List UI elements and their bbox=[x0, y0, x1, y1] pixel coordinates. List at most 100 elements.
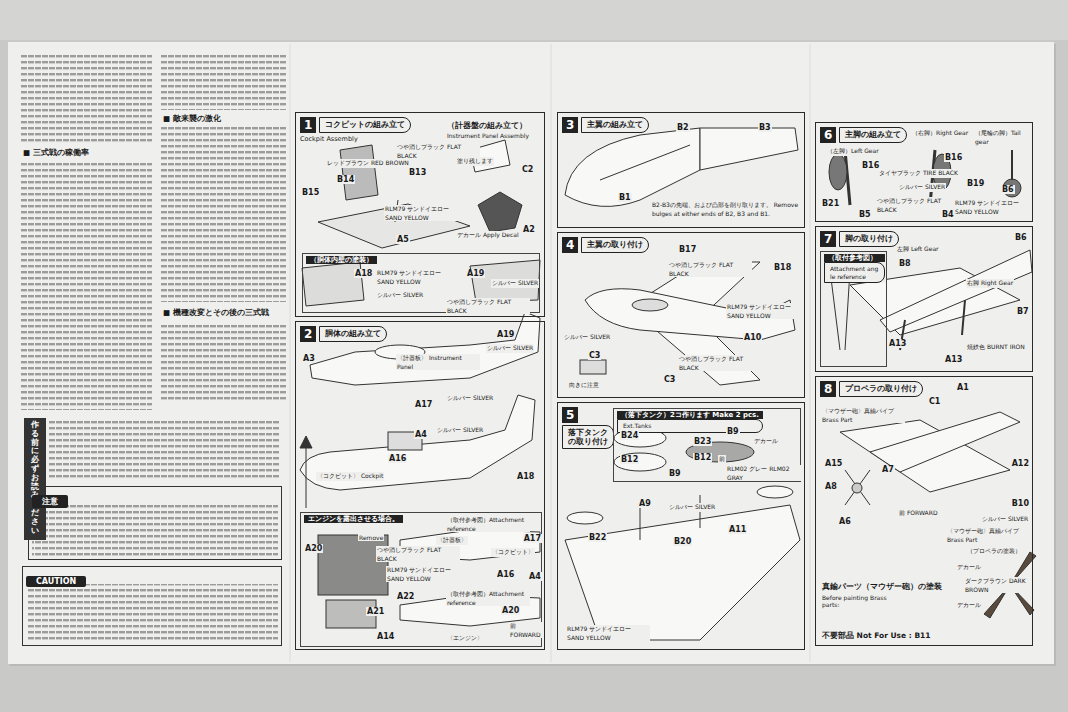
part-number: B8 bbox=[898, 259, 912, 268]
paint-callout: 〈マウザー砲〉真鍮パイプ Brass Part bbox=[946, 527, 1030, 543]
step-panel: 2胴体の組み立てエンジンを露出させる場合。〈計器板〉 Instrument Pa… bbox=[295, 321, 545, 650]
step-title: 胴体の組み立て bbox=[319, 326, 387, 341]
fuselage-drawing-part bbox=[306, 440, 307, 508]
part-number: A20 bbox=[501, 606, 520, 615]
part-number: A13 bbox=[888, 339, 907, 348]
step-number: 8 bbox=[820, 381, 836, 397]
box-heading: （取付参考図） bbox=[824, 254, 885, 262]
paint-callout: シルバー SILVER bbox=[898, 183, 946, 192]
section-heading: 不要部品 Not For Use : B11 bbox=[821, 631, 932, 641]
step-panel: 8プロペラの取り付け A1C1 〈マウザー砲〉真鍮パイプ Brass Part A12… bbox=[815, 376, 1033, 646]
part-number: A19 bbox=[496, 330, 515, 339]
box-text: Attachment angle reference bbox=[824, 262, 885, 282]
backdrop-part bbox=[8, 42, 1054, 664]
part-number: B15 bbox=[301, 188, 320, 197]
node-text-group: 8プロペラの取り付け bbox=[820, 381, 923, 397]
airframe-drawing-part bbox=[580, 360, 606, 374]
paint-callout: RLM02 グレー RLM02 GRAY bbox=[726, 465, 804, 481]
paint-callout: 向きに注意 bbox=[568, 381, 600, 390]
paint-callout: RLM79 サンドイエロー SAND YELLOW bbox=[726, 303, 804, 319]
gear-attachment-drawing-part bbox=[880, 250, 1032, 332]
paint-callout: 〈コクピット〉 Cockpit bbox=[316, 472, 384, 481]
part-number: B14 bbox=[336, 175, 355, 184]
paint-callout: シルバー SILVER bbox=[563, 333, 611, 342]
fuselage-drawing-part bbox=[300, 395, 535, 490]
caution-box: 注意 bbox=[28, 486, 282, 560]
fuselage-drawing-part bbox=[310, 312, 540, 385]
paint-callout: ダークブラウン DARK BROWN bbox=[964, 577, 1032, 593]
paint-callout: RLM79 サンドイエロー SAND YELLOW bbox=[384, 205, 468, 221]
paint-callout: 前 FORWARD bbox=[509, 622, 544, 638]
backdrop-part bbox=[551, 44, 552, 662]
paint-callout: 〈計器板〉 bbox=[436, 536, 468, 545]
step-title: 脚の取り付け bbox=[839, 231, 899, 246]
node-text-group: 注意 bbox=[32, 489, 68, 508]
paint-callout: タイヤブラック TIRE BLACK bbox=[878, 169, 959, 178]
paint-callout: 左脚 Left Gear bbox=[896, 245, 940, 254]
part-number: B9 bbox=[668, 469, 682, 478]
fuselage-drawing bbox=[300, 312, 540, 628]
part-number: A5 bbox=[396, 235, 410, 244]
part-number: C1 bbox=[928, 397, 941, 406]
part-number: B20 bbox=[673, 537, 692, 546]
paint-callout: 〈コクピット〉 bbox=[491, 548, 535, 557]
part-number: A1 bbox=[956, 383, 970, 392]
tank-drawing-part bbox=[640, 505, 641, 540]
paint-callout: 〈エンジン〉 bbox=[446, 634, 484, 643]
part-number: A10 bbox=[743, 333, 762, 342]
body-text-lines-part bbox=[32, 502, 278, 556]
part-number: A18 bbox=[516, 472, 535, 481]
step-panel: 5落下タンクの取り付け（落下タンク）2コ作ります Make 2 pcs.Ext.… bbox=[557, 402, 805, 650]
body-text-lines-part bbox=[160, 52, 286, 110]
part-number: B18 bbox=[773, 263, 792, 272]
paint-callout: （取付参考図）Attachment reference bbox=[446, 590, 530, 606]
part-number: C2 bbox=[521, 165, 534, 174]
paint-callout: つや消しブラック FLAT BLACK bbox=[678, 355, 762, 371]
wing-drawing bbox=[565, 128, 798, 206]
part-number: B17 bbox=[678, 245, 697, 254]
backdrop-part bbox=[810, 44, 811, 662]
node-text-group: CAUTION bbox=[26, 569, 86, 588]
part-number: A13 bbox=[944, 355, 963, 364]
part-number: A16 bbox=[388, 454, 407, 463]
part-number: B24 bbox=[620, 431, 639, 440]
part-number: B21 bbox=[821, 199, 840, 208]
part-number: A12 bbox=[1011, 459, 1030, 468]
tank-drawing-part bbox=[565, 505, 800, 640]
body-text-lines-part bbox=[20, 160, 152, 410]
node-text-group: エンジンを露出させる場合。 bbox=[303, 515, 404, 523]
airframe-drawing bbox=[580, 262, 795, 385]
part-number: B9 bbox=[726, 427, 740, 436]
paint-callout: RLM79 サンドイエロー SAND YELLOW bbox=[954, 199, 1032, 215]
paint-callout: デカール bbox=[956, 601, 982, 610]
step-panel: 3主翼の組み立てB2B3B1B2-B3の先端、および凸部を削り取ります。 Rem… bbox=[557, 112, 805, 228]
paint-callout: （取付参考図）Attachment reference bbox=[446, 516, 530, 532]
part-number: A17 bbox=[523, 534, 542, 543]
section-heading: ■ 敵来襲の激化 bbox=[162, 114, 222, 124]
step-title: 主翼の取り付け bbox=[581, 237, 649, 252]
step-title: コクピットの組み立て bbox=[319, 117, 411, 132]
section-heading: ■ 機種改変とその後の三式戦 bbox=[162, 308, 270, 318]
tank-drawing-part bbox=[614, 453, 666, 471]
box-heading: （落下タンク）2コ作ります Make 2 pcs. bbox=[617, 411, 763, 419]
step-number: 2 bbox=[300, 326, 316, 342]
part-number: A18 bbox=[354, 269, 373, 278]
step-panel: 1コクピットの組み立てCockpit Assembly（胴体内壁の塗装）（計器盤… bbox=[295, 112, 545, 317]
part-number: B7 bbox=[1016, 307, 1030, 316]
part-number: A15 bbox=[824, 459, 843, 468]
paint-callout: 前 bbox=[718, 455, 726, 464]
part-number: B5 bbox=[858, 210, 872, 219]
step-number: 6 bbox=[820, 127, 836, 143]
paint-callout: シルバー SILVER bbox=[491, 279, 539, 288]
paint-callout: シルバー SILVER bbox=[446, 394, 494, 403]
paint-callout: Remove bbox=[358, 534, 384, 541]
paint-callout: 右脚 Right Gear bbox=[966, 279, 1014, 288]
paint-callout: Instrument Panel Assembly bbox=[446, 132, 530, 139]
part-number: B6 bbox=[1014, 233, 1028, 242]
caution-box: CAUTION bbox=[22, 566, 282, 646]
body-text-lines bbox=[20, 52, 286, 642]
